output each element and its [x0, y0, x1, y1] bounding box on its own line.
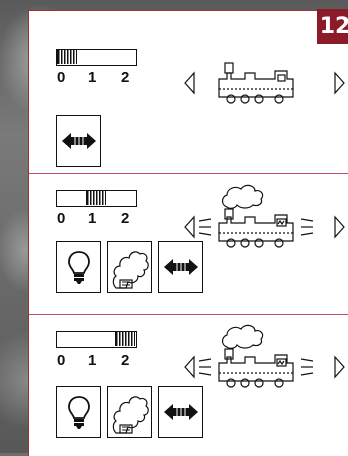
- switch-knob: [115, 332, 135, 346]
- smoke-icon: [107, 386, 152, 438]
- switch-diagram: [56, 331, 137, 348]
- locomotive-smoke-light-icon: [183, 181, 348, 241]
- scale-label-0: 0: [57, 352, 65, 369]
- switch-scale: 0 1 2: [56, 352, 146, 370]
- light-bulb-icon: [56, 386, 101, 438]
- scale-label-2: 2: [121, 210, 129, 227]
- scale-label-0: 0: [57, 210, 65, 227]
- switch-knob: [57, 50, 77, 64]
- direction-arrows-icon: [56, 115, 101, 167]
- direction-arrows-icon: [158, 386, 203, 438]
- page-number: 12: [317, 9, 348, 44]
- scale-label-1: 1: [88, 210, 96, 227]
- section-divider: [29, 173, 348, 174]
- light-bulb-icon: [56, 241, 101, 293]
- locomotive-smoke-light-icon: [183, 321, 348, 381]
- switch-diagram: [56, 49, 137, 66]
- switch-diagram: [56, 190, 137, 207]
- scale-label-0: 0: [57, 69, 65, 86]
- scale-label-1: 1: [88, 69, 96, 86]
- scale-label-1: 1: [88, 352, 96, 369]
- locomotive-plain-icon: [183, 55, 348, 115]
- smoke-icon: [107, 241, 152, 293]
- scale-label-2: 2: [121, 69, 129, 86]
- section-divider: [29, 314, 348, 315]
- switch-knob: [86, 191, 106, 205]
- switch-scale: 0 1 2: [56, 69, 146, 87]
- manual-page: 12 0 1 2: [28, 10, 348, 456]
- switch-scale: 0 1 2: [56, 210, 146, 228]
- scale-label-2: 2: [121, 352, 129, 369]
